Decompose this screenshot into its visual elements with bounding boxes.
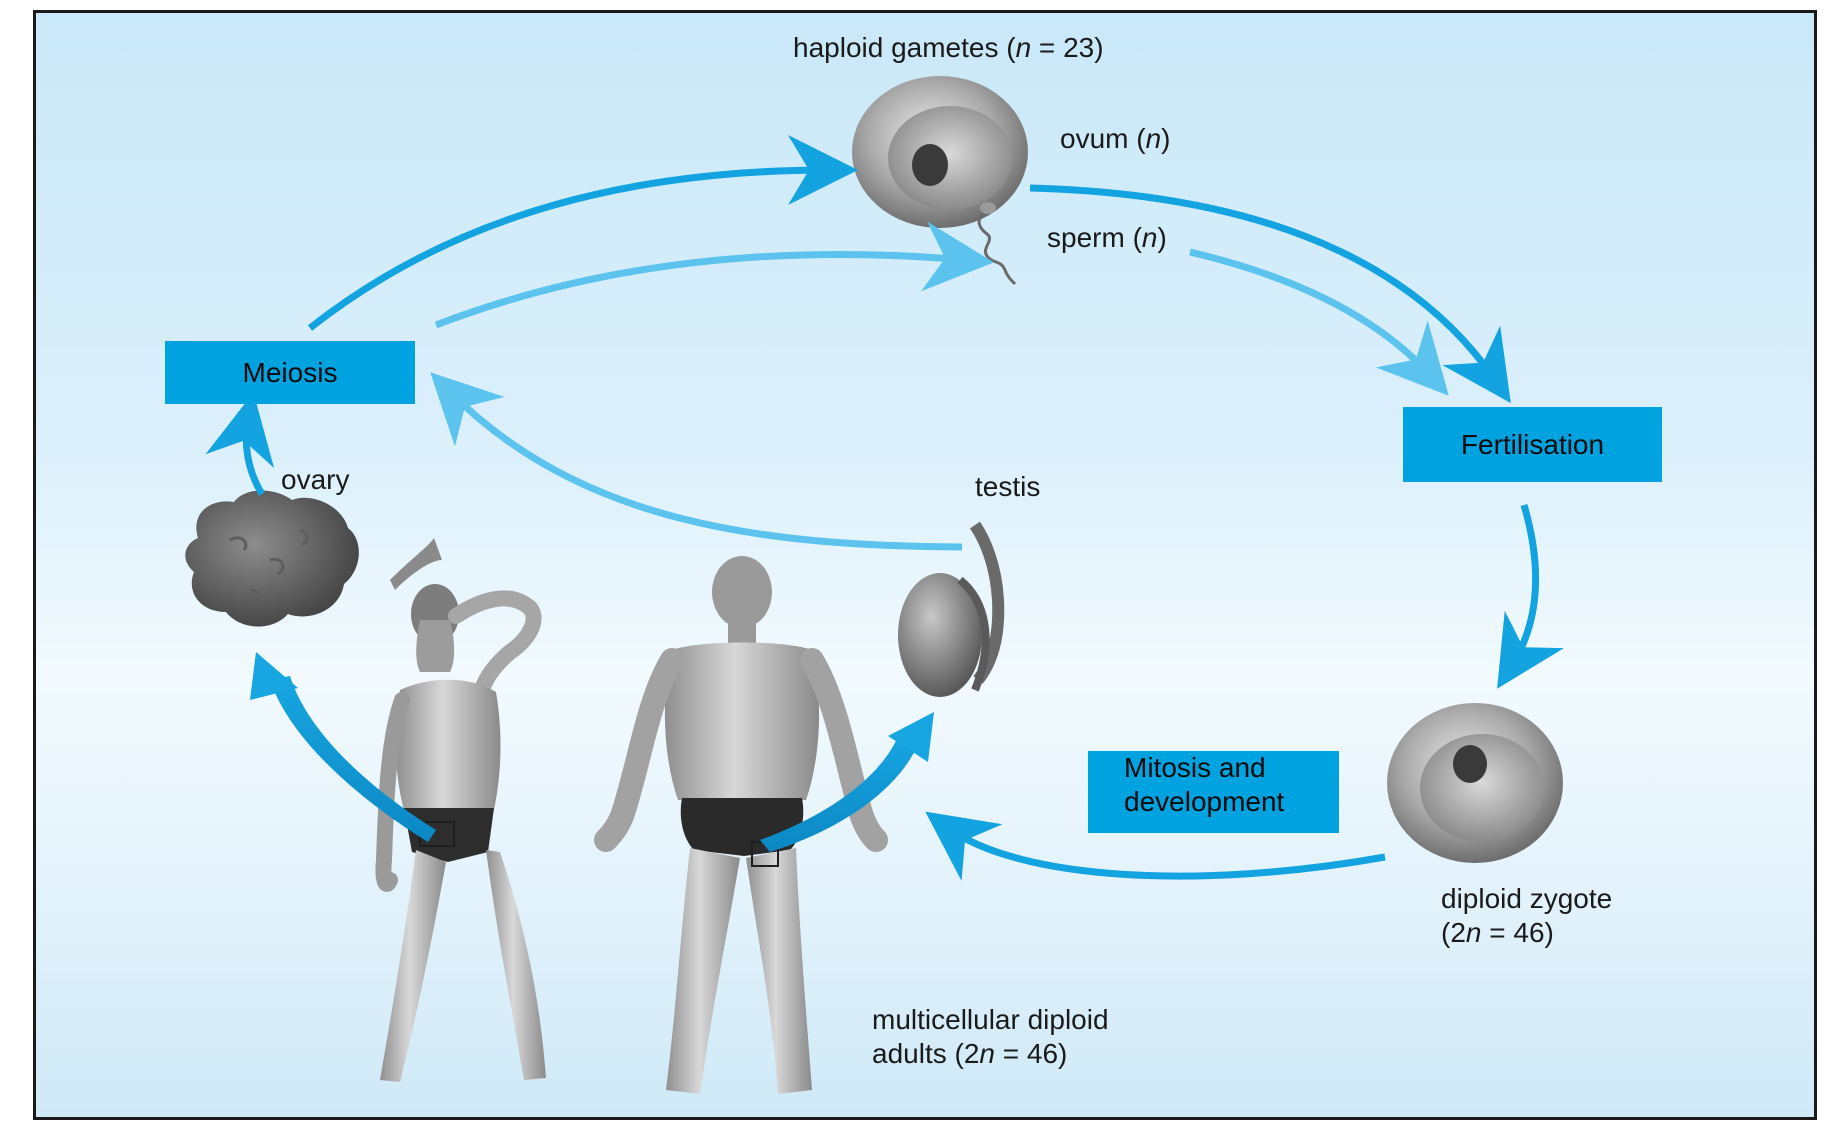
fertilisation-box: Fertilisation <box>1403 407 1662 482</box>
testis-to-meiosis-arrow <box>430 372 963 551</box>
woman-to-ovary-arrowhead <box>250 652 298 700</box>
zygote-cell <box>1387 703 1563 863</box>
meiosis-label: Meiosis <box>242 356 338 388</box>
zygote-to-adults-arrow <box>925 811 1386 881</box>
man-figure <box>594 556 888 1094</box>
sperm-cell <box>977 210 1017 286</box>
meiosis-box: Meiosis <box>165 341 415 404</box>
mitosis-box: Mitosis and development <box>1088 751 1339 833</box>
testis-label: testis <box>975 471 1041 502</box>
ovum-label: ovum (n) <box>1060 123 1171 154</box>
ovary-organ <box>185 490 442 627</box>
ovary-to-meiosis-arrow <box>205 392 275 496</box>
ovary-label: ovary <box>281 464 350 495</box>
testis-organ <box>898 521 1005 697</box>
fertilisation-label: Fertilisation <box>1460 428 1605 460</box>
ovum-cell <box>852 76 1028 228</box>
woman-to-ovary-arrow <box>270 676 436 842</box>
adults-label: multicellular diploid adults (2n = 46) <box>872 1004 1109 1069</box>
mitosis-label-line2: development <box>1124 786 1285 817</box>
mitosis-label-line1: Mitosis and <box>1124 752 1266 783</box>
fertilisation-to-zygote-arrow <box>1497 504 1564 689</box>
ovum-to-fertilisation-arrow <box>1029 184 1511 404</box>
sperm-to-fertilisation-arrow <box>1189 248 1449 396</box>
meiosis-to-sperm-arrow <box>434 221 994 329</box>
man-to-testis-arrowhead <box>888 712 934 762</box>
gametes-title: haploid gametes (n = 23) <box>793 32 1104 63</box>
sperm-label: sperm (n) <box>1047 222 1167 253</box>
woman-figure <box>375 584 546 1082</box>
zygote-label: diploid zygote (2n = 46) <box>1441 883 1613 948</box>
meiosis-to-ovum-arrow <box>307 135 858 331</box>
sperm-head <box>980 202 996 214</box>
